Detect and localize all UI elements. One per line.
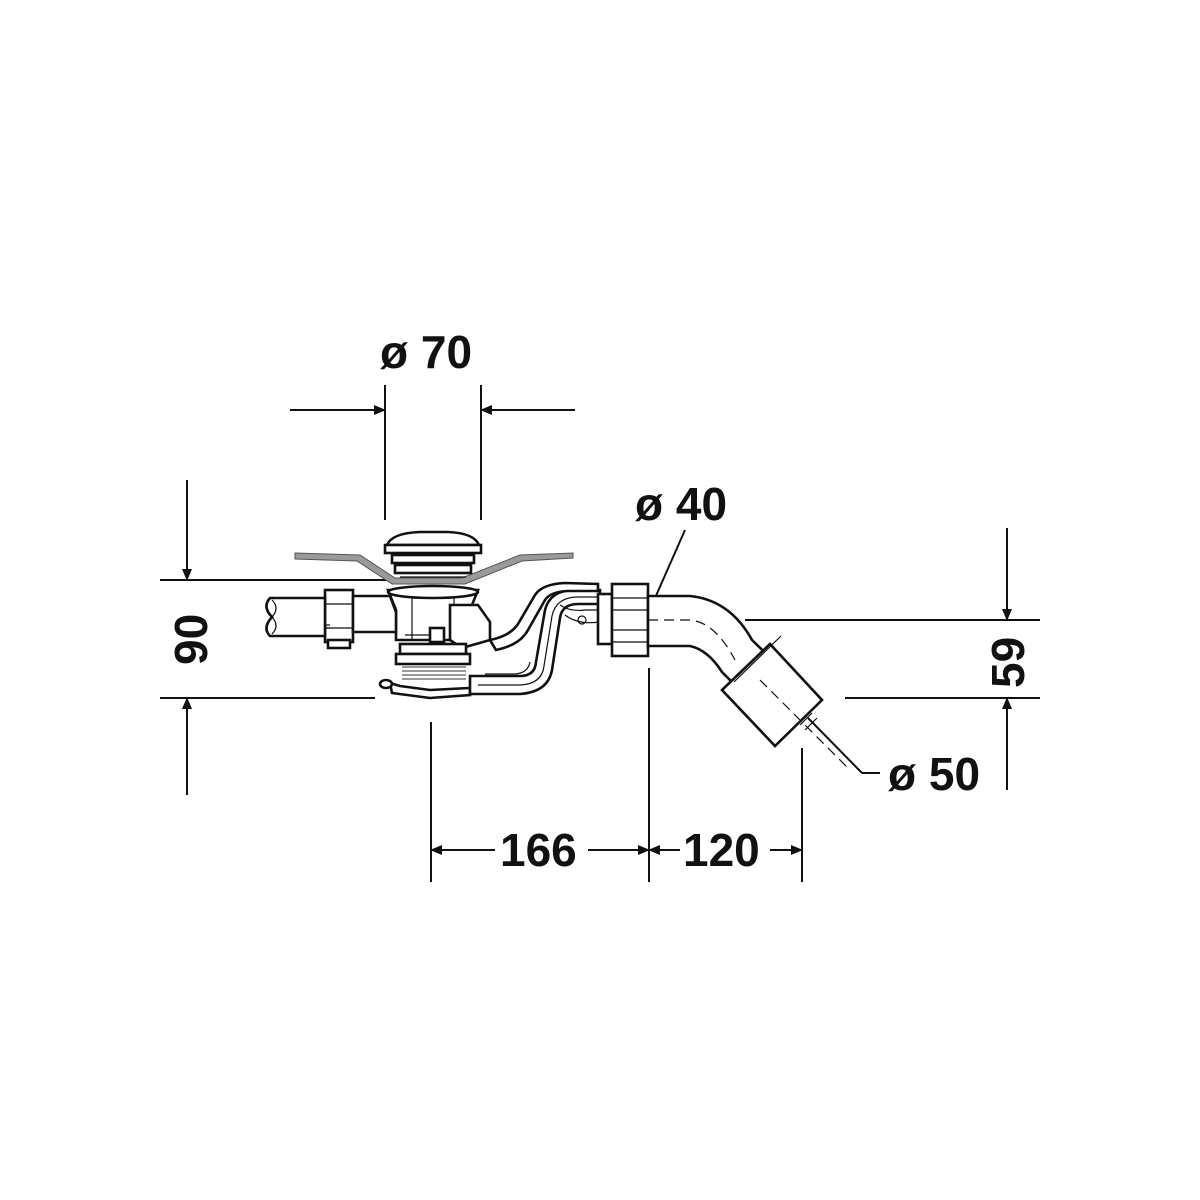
- dimension-top-diameter: ø 70: [290, 326, 575, 520]
- label-pipe-diameter: ø 50: [807, 717, 980, 800]
- dim-label-diameter-40: ø 40: [635, 478, 727, 530]
- dim-label-length-166: 166: [500, 824, 577, 876]
- label-outlet-diameter: ø 40: [635, 478, 727, 599]
- dimension-right-height: 59: [745, 528, 1040, 790]
- dim-label-diameter-50: ø 50: [888, 748, 980, 800]
- drain-body: [265, 530, 851, 771]
- dim-label-diameter-70: ø 70: [380, 326, 472, 378]
- dimension-left-height: 90: [160, 480, 390, 795]
- dim-label-height-59: 59: [982, 637, 1034, 688]
- dim-label-height-90: 90: [165, 614, 217, 665]
- dimension-bottom-horizontal: 166 120: [430, 668, 803, 882]
- dim-label-length-120: 120: [683, 824, 760, 876]
